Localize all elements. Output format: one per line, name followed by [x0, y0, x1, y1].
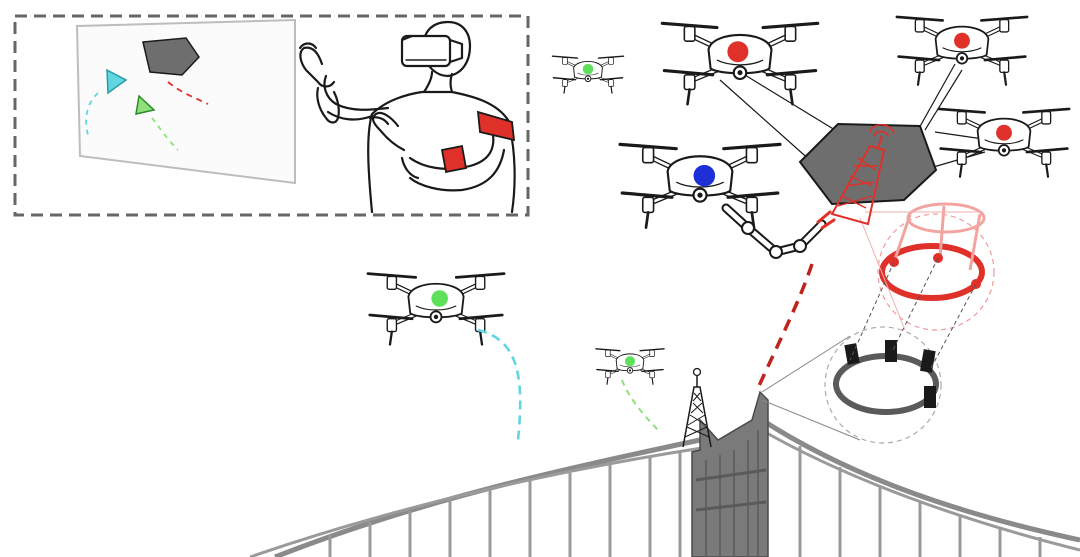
screen-green-drone-icon [135, 94, 156, 115]
scout-status-dot [431, 290, 448, 307]
clamp-ring-callout [824, 326, 942, 444]
suspension-bridge-icon [249, 335, 1080, 557]
quadcopter-drone-icon [897, 17, 1027, 85]
scout-drone-small-top [551, 54, 625, 95]
quadcopter-drone-icon [551, 54, 625, 95]
quadcopter-drone-icon [594, 347, 666, 386]
carrier-drone-1 [662, 23, 817, 104]
scout-drone-mid [368, 274, 504, 345]
carrier-status-dot [954, 32, 970, 49]
gray-clamp-ring-icon [833, 353, 939, 415]
carrier-drone-2 [897, 17, 1027, 85]
inset-dashed-border [13, 14, 530, 217]
screen-payload-hexagon-icon [142, 37, 200, 76]
red-ring-callout [849, 202, 995, 371]
scout-status-dot [624, 356, 636, 367]
operator-inset [13, 14, 530, 217]
scout-status-dot [582, 63, 594, 75]
mission-red-path [756, 263, 814, 389]
screen-cyan-path [85, 92, 99, 136]
quadcopter-drone-icon [939, 109, 1069, 177]
quadcopter-drone-icon [620, 144, 780, 227]
quadcopter-drone-icon [368, 274, 504, 345]
carrier-status-dot [727, 41, 749, 63]
quadcopter-drone-icon [662, 23, 817, 104]
scout-drone-small-low [594, 347, 666, 386]
screen-cyan-drone-icon [106, 68, 128, 95]
bridge-right-cable [760, 417, 1080, 543]
vr-headset-operator-icon [298, 20, 516, 214]
leader-status-dot [693, 164, 716, 187]
hexagon-payload-icon [719, 63, 991, 206]
scout-mid-cyan-path [477, 328, 522, 441]
screen-payload-path [167, 81, 209, 105]
transmission-tower-icon [830, 124, 895, 226]
robotic-manipulator-arm-icon [721, 203, 836, 259]
scout-low-green-path [621, 379, 661, 433]
screen-green-path [151, 117, 179, 151]
leader-drone [620, 144, 780, 227]
projection-screen-icon [75, 18, 296, 185]
operator-wristband [440, 144, 468, 174]
operator-armband-upper [476, 110, 516, 142]
gray-ring-callout-circle [824, 326, 942, 444]
carrier-drone-3 [939, 109, 1069, 177]
red-ring-callout-circle [877, 213, 995, 331]
carrier-status-dot [996, 124, 1012, 141]
